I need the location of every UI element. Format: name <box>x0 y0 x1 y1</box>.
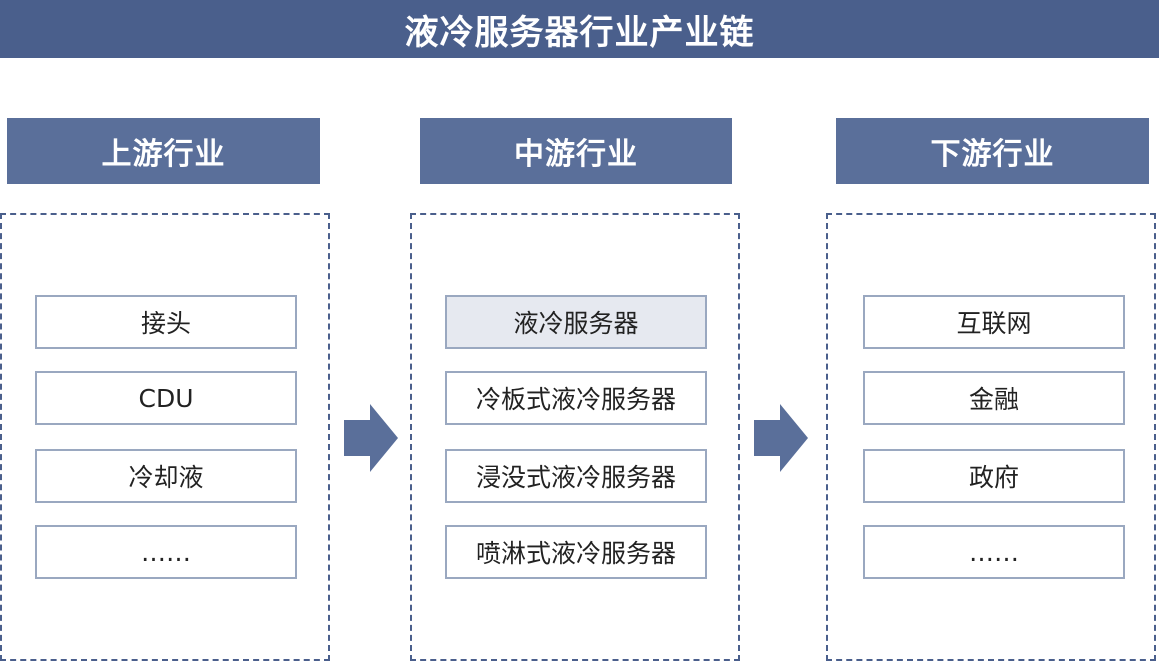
downstream-item: 政府 <box>863 449 1125 503</box>
midstream-box: 液冷服务器 冷板式液冷服务器 浸没式液冷服务器 喷淋式液冷服务器 <box>410 213 740 661</box>
arrow-right-icon <box>344 404 398 472</box>
upstream-item: …… <box>35 525 297 579</box>
downstream-item: …… <box>863 525 1125 579</box>
midstream-item: 浸没式液冷服务器 <box>445 449 707 503</box>
upstream-item: 冷却液 <box>35 449 297 503</box>
arrow-right-icon <box>754 404 808 472</box>
midstream-header: 中游行业 <box>420 118 732 184</box>
upstream-header: 上游行业 <box>7 118 320 184</box>
downstream-item: 金融 <box>863 371 1125 425</box>
midstream-item: 冷板式液冷服务器 <box>445 371 707 425</box>
midstream-item: 液冷服务器 <box>445 295 707 349</box>
upstream-item: 接头 <box>35 295 297 349</box>
downstream-box: 互联网 金融 政府 …… <box>826 213 1156 661</box>
downstream-header: 下游行业 <box>836 118 1149 184</box>
downstream-item: 互联网 <box>863 295 1125 349</box>
midstream-item: 喷淋式液冷服务器 <box>445 525 707 579</box>
page-title: 液冷服务器行业产业链 <box>0 0 1159 58</box>
upstream-item: CDU <box>35 371 297 425</box>
upstream-box: 接头 CDU 冷却液 …… <box>0 213 330 661</box>
